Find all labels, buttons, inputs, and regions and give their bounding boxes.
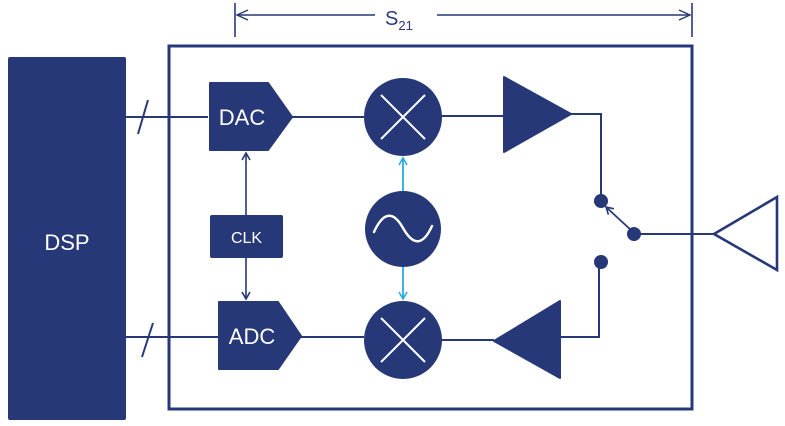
rx-amp-to-switch-line — [560, 262, 600, 338]
adc-block[interactable]: ADC — [218, 301, 302, 370]
s21-label: S21 — [385, 8, 413, 33]
s21-label-main: S — [385, 8, 398, 30]
clk-body — [210, 215, 283, 258]
rx-amplifier[interactable] — [493, 300, 561, 379]
antenna[interactable] — [711, 194, 779, 273]
dsp-block[interactable]: DSP — [8, 57, 126, 420]
switch-tx-contact — [594, 194, 608, 208]
rx-amplifier-triangle — [493, 300, 561, 379]
tx-amp-to-switch-line — [571, 113, 602, 201]
clk-block[interactable]: CLK — [210, 215, 283, 258]
rx-bus-slash — [141, 322, 154, 358]
tx-amplifier[interactable] — [503, 76, 572, 153]
adc-body — [218, 301, 302, 370]
dsp-label: DSP — [44, 230, 89, 255]
antenna-icon — [711, 194, 779, 273]
tx-amplifier-triangle — [503, 76, 572, 153]
rf-module-boundary — [167, 44, 694, 411]
dac-body — [209, 82, 293, 151]
tr-switch[interactable] — [594, 194, 641, 269]
rx-bus — [126, 322, 218, 358]
tx-mixer[interactable] — [364, 78, 442, 156]
clk-label: CLK — [231, 230, 262, 247]
mixer-x-icon — [380, 317, 426, 363]
switch-rx-contact — [594, 255, 608, 269]
dac-block[interactable]: DAC — [209, 82, 293, 151]
tx-bus — [126, 99, 208, 135]
s21-dimension: S21 — [234, 3, 693, 37]
mixer-x-icon — [380, 94, 426, 140]
local-oscillator[interactable] — [365, 191, 441, 267]
tx-bus-slash — [137, 99, 149, 135]
rx-mixer[interactable] — [364, 301, 442, 379]
sine-wave-icon — [372, 214, 434, 243]
s21-label-subscript: 21 — [398, 18, 412, 33]
dac-label: DAC — [219, 105, 266, 130]
adc-label: ADC — [229, 324, 276, 349]
switch-arm-arrow — [604, 205, 633, 232]
dsp-body — [8, 57, 126, 420]
